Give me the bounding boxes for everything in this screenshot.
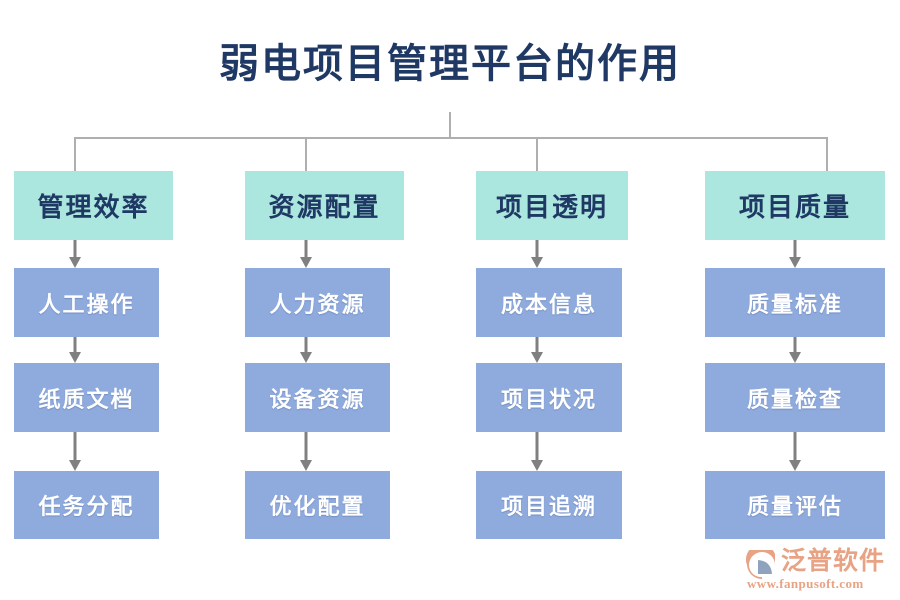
fanpu-logo-icon (745, 544, 779, 580)
step-box-col3-row1[interactable]: 成本信息 (476, 268, 622, 337)
step-box-label: 优化配置 (269, 494, 366, 519)
head-box-project-quality[interactable]: 项目质量 (705, 171, 885, 240)
head-box-label: 项目透明 (495, 193, 608, 222)
brand-url: www.fanpusoft.com (747, 576, 864, 591)
arrow-step1-to-step2-col2 (293, 337, 319, 363)
step-box-col4-row3[interactable]: 质量评估 (705, 471, 885, 539)
arrow-head-to-step1-col3 (524, 240, 550, 268)
step-box-label: 设备资源 (269, 386, 366, 412)
step-box-label: 人工操作 (38, 291, 135, 317)
step-box-col1-row2[interactable]: 纸质文档 (14, 363, 159, 432)
step-box-label: 成本信息 (500, 291, 597, 317)
head-box-management-efficiency[interactable]: 管理效率 (14, 171, 173, 240)
step-box-label: 人力资源 (269, 291, 366, 317)
head-box-resource-allocation[interactable]: 资源配置 (245, 171, 404, 240)
brand-logo[interactable]: 泛普软件 www.fanpusoft.com (745, 544, 895, 594)
connector-drop-4 (826, 137, 828, 171)
step-box-col4-row1[interactable]: 质量标准 (705, 268, 885, 337)
head-box-label: 管理效率 (37, 193, 150, 222)
arrow-head-to-step1-col2 (293, 240, 319, 268)
arrow-step2-to-step3-col2 (293, 432, 319, 471)
connector-drop-1 (74, 137, 76, 171)
arrow-head-to-step1-col1 (62, 240, 88, 268)
connector-drop-2 (305, 137, 307, 171)
arrow-step1-to-step2-col3 (524, 337, 550, 363)
step-box-col1-row3[interactable]: 任务分配 (14, 471, 159, 539)
step-box-label: 纸质文档 (38, 386, 135, 412)
head-box-label: 资源配置 (268, 193, 381, 222)
arrow-step1-to-step2-col1 (62, 337, 88, 363)
step-box-col3-row2[interactable]: 项目状况 (476, 363, 622, 432)
connector-drop-3 (536, 137, 538, 171)
step-box-col2-row2[interactable]: 设备资源 (245, 363, 390, 432)
step-box-label: 质量标准 (746, 291, 843, 317)
brand-name: 泛普软件 (781, 548, 886, 575)
head-box-label: 项目质量 (738, 193, 851, 222)
connector-bus (74, 137, 826, 139)
step-box-label: 项目追溯 (500, 494, 597, 519)
step-box-col4-row2[interactable]: 质量检查 (705, 363, 885, 432)
step-box-label: 质量评估 (746, 494, 843, 519)
arrow-step1-to-step2-col4 (782, 337, 808, 363)
arrow-head-to-step1-col4 (782, 240, 808, 268)
arrow-step2-to-step3-col3 (524, 432, 550, 471)
step-box-col1-row1[interactable]: 人工操作 (14, 268, 159, 337)
head-box-project-transparency[interactable]: 项目透明 (476, 171, 628, 240)
step-box-label: 任务分配 (38, 494, 135, 519)
connector-stem (449, 112, 451, 138)
page-title: 弱电项目管理平台的作用 (219, 41, 681, 86)
arrow-step2-to-step3-col4 (782, 432, 808, 471)
step-box-label: 项目状况 (500, 386, 597, 412)
arrow-step2-to-step3-col1 (62, 432, 88, 471)
step-box-label: 质量检查 (746, 386, 843, 412)
step-box-col2-row1[interactable]: 人力资源 (245, 268, 390, 337)
step-box-col3-row3[interactable]: 项目追溯 (476, 471, 622, 539)
step-box-col2-row3[interactable]: 优化配置 (245, 471, 390, 539)
